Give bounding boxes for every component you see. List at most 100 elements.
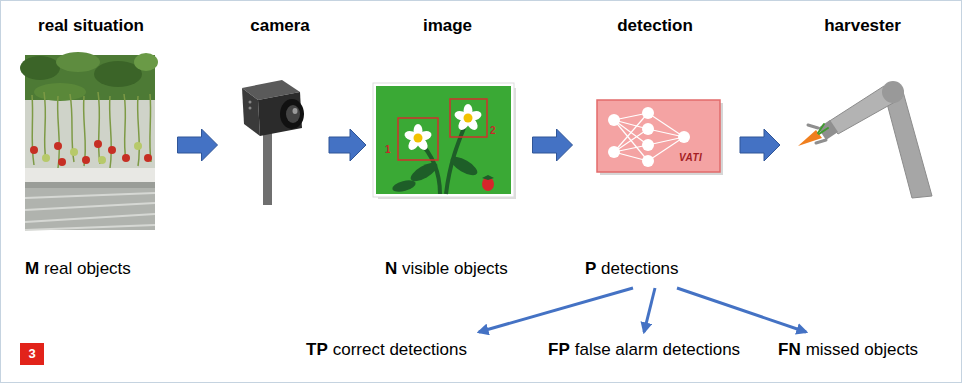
- neural-network-icon-part-part: [648, 137, 684, 161]
- robot-arm-icon: [798, 81, 932, 198]
- outcome-symbol: FP: [548, 339, 570, 360]
- outcome-symbol: TP: [306, 339, 328, 360]
- greenhouse-photo-part-part: [30, 146, 38, 154]
- greenhouse-photo-part-part: [70, 148, 78, 156]
- greenhouse-photo-part-part: [84, 96, 86, 166]
- greenhouse-photo-part-part: [98, 156, 106, 164]
- camera-icon-part: [286, 105, 300, 123]
- branch-arrow: [644, 288, 655, 332]
- block-arrow: [533, 129, 573, 161]
- outcome-symbol: FN: [778, 339, 801, 360]
- neural-network-icon-part-part: [608, 146, 620, 158]
- greenhouse-photo-part: [34, 83, 86, 101]
- greenhouse-photo-part: [25, 168, 155, 182]
- stage-heading: camera: [250, 15, 310, 36]
- neural-network-icon-part-part: [642, 155, 654, 167]
- camera-image-part: [403, 124, 432, 152]
- greenhouse-photo-part-part: [58, 158, 66, 166]
- neural-network-icon-part-part: [608, 114, 620, 126]
- neural-network-icon-part-part: [642, 107, 654, 119]
- stage-heading: detection: [617, 15, 693, 36]
- greenhouse-photo-part-part: [150, 94, 151, 162]
- stage-heading: image: [423, 15, 472, 36]
- camera-icon-part: [249, 107, 252, 110]
- outcome-label: TPcorrect detections: [306, 339, 467, 360]
- stage-panel: harvester: [790, 12, 935, 280]
- greenhouse-photo-part-part: [25, 193, 155, 198]
- camera-image-part-part: [414, 134, 423, 143]
- neural-network-icon: [597, 100, 723, 175]
- outcome-text: false alarm detections: [575, 339, 740, 360]
- camera-image-part-part: [448, 153, 480, 178]
- block-arrow: [329, 129, 366, 161]
- robot-arm-icon-part-part: [819, 128, 828, 134]
- connector-group: [178, 129, 807, 332]
- stage-heading: real situation: [38, 15, 144, 36]
- neural-network-icon-part: [614, 113, 684, 161]
- greenhouse-photo-part-part: [58, 96, 60, 168]
- branch-arrow: [677, 288, 806, 332]
- greenhouse-photo-part: [30, 140, 152, 166]
- greenhouse-photo-part-part: [94, 140, 102, 148]
- camera-icon-part: [293, 108, 298, 114]
- outcome-text: missed objects: [806, 339, 918, 360]
- greenhouse-photo-part: [32, 92, 151, 168]
- greenhouse-photo-part-part: [124, 94, 126, 160]
- object-count: N visible objects: [385, 258, 508, 279]
- neural-network-icon-part: [608, 107, 690, 167]
- greenhouse-photo-part-part: [110, 96, 112, 168]
- neural-network-icon-part: [597, 100, 720, 172]
- greenhouse-photo-part-part: [54, 142, 62, 150]
- greenhouse-photo-part-part: [122, 154, 130, 162]
- greenhouse-photo-part-part: [138, 96, 140, 166]
- stage-panel: detectionP detections: [580, 12, 730, 280]
- callout-number: 1: [385, 144, 391, 156]
- greenhouse-photo-part-part: [134, 142, 142, 150]
- stage-panel: image N visible objects: [370, 12, 525, 280]
- robot-arm-icon-part-part: [816, 140, 826, 143]
- robot-arm-icon-part-part: [808, 125, 818, 128]
- greenhouse-photo-part-part: [108, 146, 116, 154]
- greenhouse-photo-part-part: [82, 156, 90, 164]
- camera-image-part: [482, 175, 494, 180]
- outcome-text: correct detections: [333, 339, 467, 360]
- greenhouse-photo-part-part: [25, 214, 155, 222]
- outcome-label: FPfalse alarm detections: [548, 339, 740, 360]
- figure-number-badge: [20, 343, 44, 365]
- greenhouse-photo-part: [25, 188, 155, 230]
- callout-number: 2: [490, 125, 496, 137]
- block-arrow: [740, 129, 780, 161]
- camera-image-part: [398, 118, 438, 160]
- camera-image-part: [373, 83, 514, 197]
- figure-number: 3: [20, 343, 44, 365]
- camera-icon-part: [280, 99, 304, 129]
- greenhouse-photo-part: [134, 53, 158, 71]
- greenhouse-photo-part-part: [44, 92, 46, 160]
- greenhouse-photo-part-part: [25, 225, 155, 230]
- camera-icon-part: [263, 130, 272, 205]
- object-count: M real objects: [25, 258, 131, 279]
- greenhouse-photo-part-part: [98, 92, 100, 164]
- robot-arm-icon-part: [818, 124, 828, 134]
- camera-image-part: [450, 99, 487, 137]
- camera-image: [373, 83, 516, 199]
- neural-network-icon-part-part: [648, 113, 684, 137]
- greenhouse-photo-part: [25, 182, 155, 188]
- greenhouse-photo-part-part: [32, 95, 34, 165]
- stage-panel: camera: [235, 12, 325, 280]
- greenhouse-photo-part: [20, 56, 60, 80]
- neural-network-icon-part-part: [678, 131, 690, 143]
- robot-arm-icon-part: [882, 81, 904, 103]
- neural-network-icon-part-part: [642, 139, 654, 151]
- stage-heading: harvester: [824, 15, 901, 36]
- logo-text: VATI: [679, 152, 702, 164]
- greenhouse-photo-part: [25, 55, 155, 230]
- camera-image-part-part: [464, 114, 473, 123]
- camera-icon: [242, 80, 304, 205]
- camera-image-part-part: [391, 178, 417, 194]
- camera-image-part: [453, 104, 482, 132]
